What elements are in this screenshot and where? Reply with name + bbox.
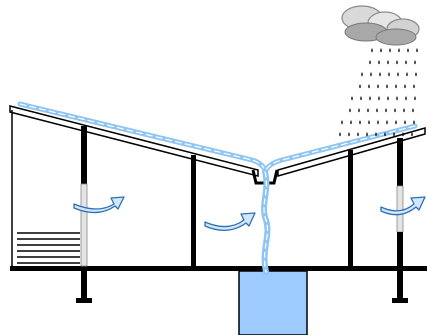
raindrop-icon [411, 132, 413, 137]
curved-arrow-icon [380, 196, 426, 216]
floor-slab [10, 266, 427, 271]
raindrop-icon [413, 84, 415, 89]
raindrop-icon [397, 72, 399, 77]
raindrop-icon [351, 96, 353, 101]
raindrop-icon [416, 48, 418, 53]
raindrop-icon [357, 132, 359, 137]
raindrop-icon [341, 120, 343, 125]
column-right [397, 138, 403, 186]
column-right-lower [397, 232, 403, 268]
column-left [81, 126, 87, 184]
column-left-foot [81, 271, 87, 299]
raindrop-icon [385, 108, 387, 113]
column-right-window [396, 185, 404, 233]
raindrop-icon [395, 120, 397, 125]
raindrop-icon [404, 84, 406, 89]
curved-arrow-icon [73, 196, 125, 214]
raindrop-icon [378, 96, 380, 101]
raindrop-icon [414, 96, 416, 101]
columns [76, 126, 408, 303]
raindrop-icon [375, 132, 377, 137]
raindrop-icon [366, 132, 368, 137]
raindrop-icon [376, 108, 378, 113]
raindrop-icon [358, 108, 360, 113]
raindrop-icon [389, 48, 391, 53]
raindrop-icon [377, 84, 379, 89]
raindrop-icon [369, 96, 371, 101]
raindrop-icon [361, 72, 363, 77]
raindrop-icon [370, 72, 372, 77]
water-flow-left-roof [17, 101, 268, 173]
raindrop-icon [387, 96, 389, 101]
raindrop-icon [377, 120, 379, 125]
raindrop-icon [387, 60, 389, 65]
roof-left-slab [9, 105, 259, 177]
raindrop-icon [368, 84, 370, 89]
raindrop-icon [350, 120, 352, 125]
rain [339, 48, 418, 137]
raindrop-icon [386, 120, 388, 125]
airflow-arrows [73, 196, 426, 231]
raindrop-icon [368, 120, 370, 125]
raindrop-icon [378, 60, 380, 65]
raindrop-icon [349, 108, 351, 113]
raindrop-icon [359, 84, 361, 89]
water-flow-right-roof [263, 123, 418, 173]
raindrop-icon [414, 60, 416, 65]
raindrop-icon [388, 72, 390, 77]
raindrop-icon [348, 132, 350, 137]
column-right-foot [397, 271, 403, 299]
raindrop-icon [402, 132, 404, 137]
raindrop-icon [359, 120, 361, 125]
raindrop-icon [367, 108, 369, 113]
raindrop-icon [403, 108, 405, 113]
raindrop-icon [339, 132, 341, 137]
raindrop-icon [406, 72, 408, 77]
water-tank [238, 270, 308, 335]
column-center-left [191, 155, 196, 268]
column-center-right [348, 150, 353, 268]
raindrop-icon [395, 84, 397, 89]
raindrop-icon [386, 84, 388, 89]
raindrop-icon [393, 132, 395, 137]
raindrop-icon [412, 108, 414, 113]
raindrop-icon [405, 96, 407, 101]
raindrop-icon [384, 132, 386, 137]
cloud-icon [341, 5, 420, 46]
raindrop-icon [360, 96, 362, 101]
raindrop-icon [413, 120, 415, 125]
raindrop-icon [371, 48, 373, 53]
raindrop-icon [415, 72, 417, 77]
raindrop-icon [405, 60, 407, 65]
raindrop-icon [369, 60, 371, 65]
raindrop-icon [379, 72, 381, 77]
column-left-window [80, 183, 88, 267]
raindrop-icon [407, 48, 409, 53]
raindrop-icon [404, 120, 406, 125]
curved-arrow-icon [204, 212, 256, 231]
column-right-base [392, 298, 408, 303]
stairs [17, 232, 80, 264]
raindrop-icon [396, 60, 398, 65]
column-left-base [76, 298, 92, 303]
water-flow [17, 101, 418, 275]
raindrop-icon [380, 48, 382, 53]
raindrop-icon [394, 108, 396, 113]
raindrop-icon [396, 96, 398, 101]
raindrop-icon [398, 48, 400, 53]
